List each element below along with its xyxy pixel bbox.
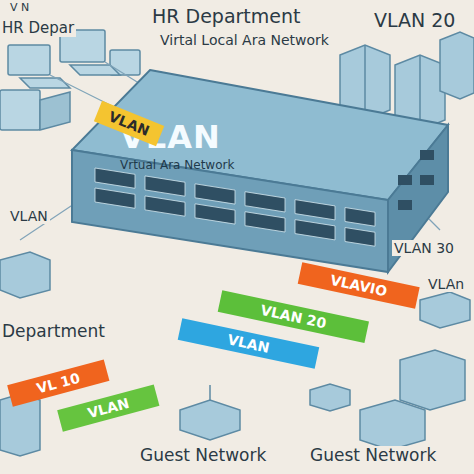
band-label: VLAN bbox=[104, 107, 154, 139]
vlan-band: VLAN bbox=[57, 384, 159, 431]
band-label: VL 10 bbox=[18, 365, 99, 401]
vlan-label: VLAN 30 bbox=[392, 240, 456, 256]
band-label: VLAVIO bbox=[308, 267, 409, 303]
department-label: HR Department bbox=[150, 6, 303, 28]
vlan-band: VLAVIO bbox=[298, 262, 420, 308]
switch-subtitle: Vrtual Ara Network bbox=[120, 158, 239, 172]
band-label: VLAN bbox=[188, 323, 309, 364]
vlan-label: VLAn bbox=[426, 276, 466, 292]
department-label: Department bbox=[0, 322, 107, 342]
network-label: Guest Network bbox=[138, 446, 268, 466]
band-label: VLAN bbox=[68, 390, 149, 426]
vlan-label: VLAN 20 bbox=[372, 10, 457, 32]
vlan-label: VLAN bbox=[8, 208, 50, 224]
title-fragment: V N bbox=[8, 2, 31, 15]
department-label: HR Depar bbox=[0, 20, 76, 37]
subtitle-label: Virtal Local Ara Network bbox=[158, 32, 331, 48]
device-icons bbox=[0, 252, 470, 456]
network-label: Guest Network bbox=[308, 446, 438, 466]
